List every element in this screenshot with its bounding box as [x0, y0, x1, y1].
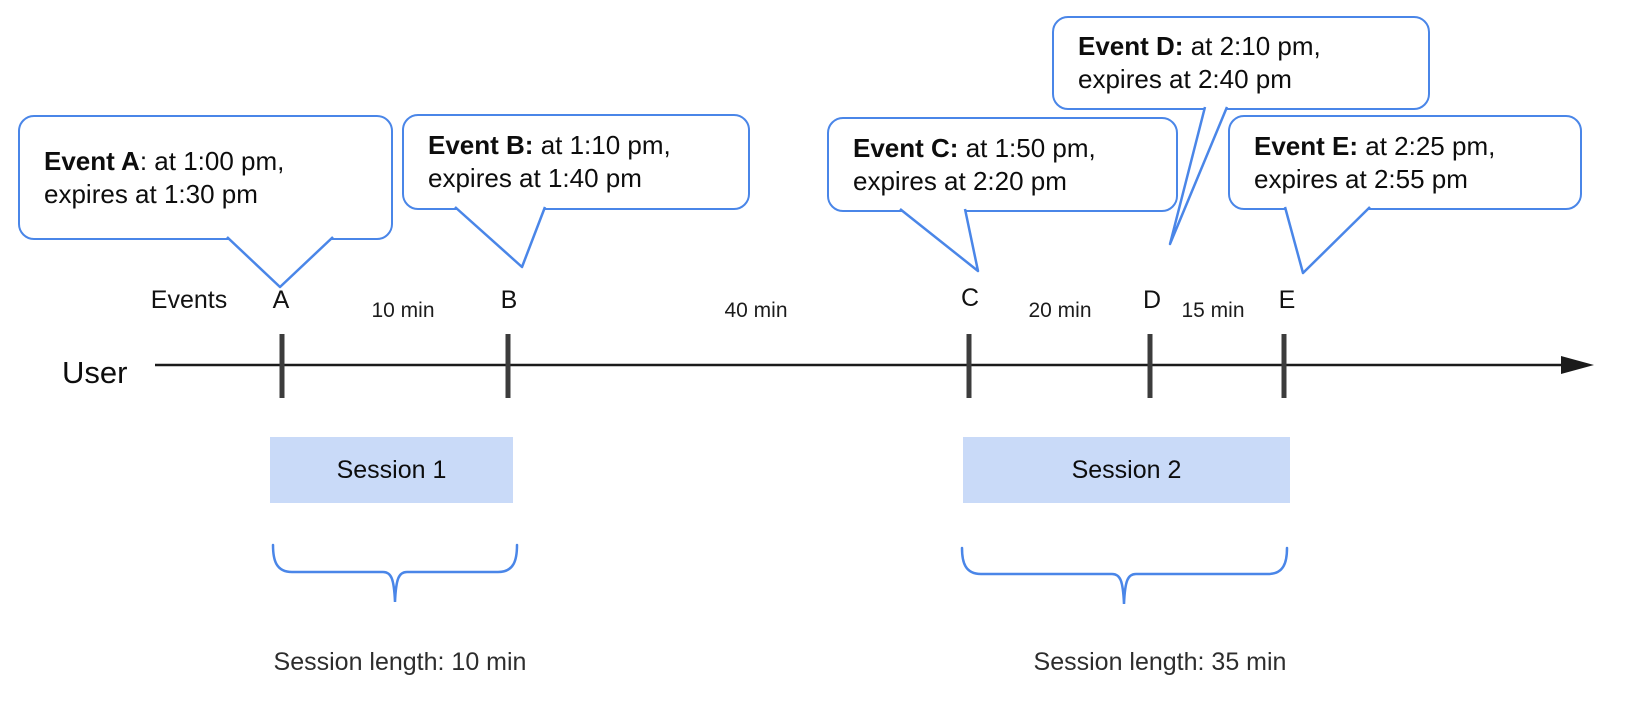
event-e-bubble-text: Event E: at 2:25 pm,expires at 2:55 pm — [1254, 130, 1496, 194]
session-1-label: Session 1 — [336, 455, 447, 484]
tick-e — [1281, 334, 1287, 398]
event-label-d: D — [1142, 286, 1162, 314]
event-d-bubble-tail — [1168, 106, 1229, 246]
event-label-a: A — [272, 286, 290, 314]
event-e-bubble-tail — [1283, 206, 1371, 275]
tick-c — [966, 334, 972, 398]
event-c-bubble-text: Event C: at 1:50 pm,expires at 2:20 pm — [853, 132, 1096, 196]
session-1-box: Session 1 — [270, 437, 513, 503]
session-1-length-label: Session length: 10 min — [273, 648, 527, 676]
event-b-bubble-tail — [454, 206, 547, 269]
event-label-c: C — [960, 284, 980, 312]
event-d-bubble-text: Event D: at 2:10 pm,expires at 2:40 pm — [1078, 31, 1321, 94]
actor-label-user: User — [62, 355, 128, 390]
tick-b — [505, 334, 511, 398]
session-2-brace — [960, 546, 1289, 605]
session-2-label: Session 2 — [1071, 455, 1182, 484]
event-b-bubble-text: Event B: at 1:10 pm,expires at 1:40 pm — [428, 130, 671, 193]
tick-a — [279, 334, 285, 398]
event-a-bubble-tail — [226, 236, 334, 289]
event-c-bubble: Event C: at 1:50 pm,expires at 2:20 pm — [827, 117, 1178, 212]
interval-label-ab: 10 min — [371, 299, 435, 322]
event-e-bubble: Event E: at 2:25 pm,expires at 2:55 pm — [1228, 115, 1582, 210]
axis-label-events: Events — [150, 286, 228, 314]
event-c-bubble-tail — [899, 208, 980, 273]
event-a-bubble: Event A: at 1:00 pm,expires at 1:30 pm — [18, 115, 393, 240]
interval-label-bc: 40 min — [724, 299, 788, 322]
event-d-bubble: Event D: at 2:10 pm,expires at 2:40 pm — [1052, 16, 1430, 110]
event-b-bubble: Event B: at 1:10 pm,expires at 1:40 pm — [402, 114, 750, 210]
session-1-brace — [271, 543, 519, 603]
session-2-length-label: Session length: 35 min — [1033, 648, 1287, 676]
timeline-arrowhead-icon — [1561, 356, 1594, 374]
event-label-b: B — [500, 286, 518, 314]
session-2-box: Session 2 — [963, 437, 1290, 503]
event-label-e: E — [1278, 286, 1296, 314]
interval-label-de: 15 min — [1181, 299, 1245, 322]
event-a-bubble-text: Event A: at 1:00 pm,expires at 1:30 pm — [44, 145, 285, 209]
tick-d — [1147, 334, 1153, 398]
interval-label-cd: 20 min — [1028, 299, 1092, 322]
